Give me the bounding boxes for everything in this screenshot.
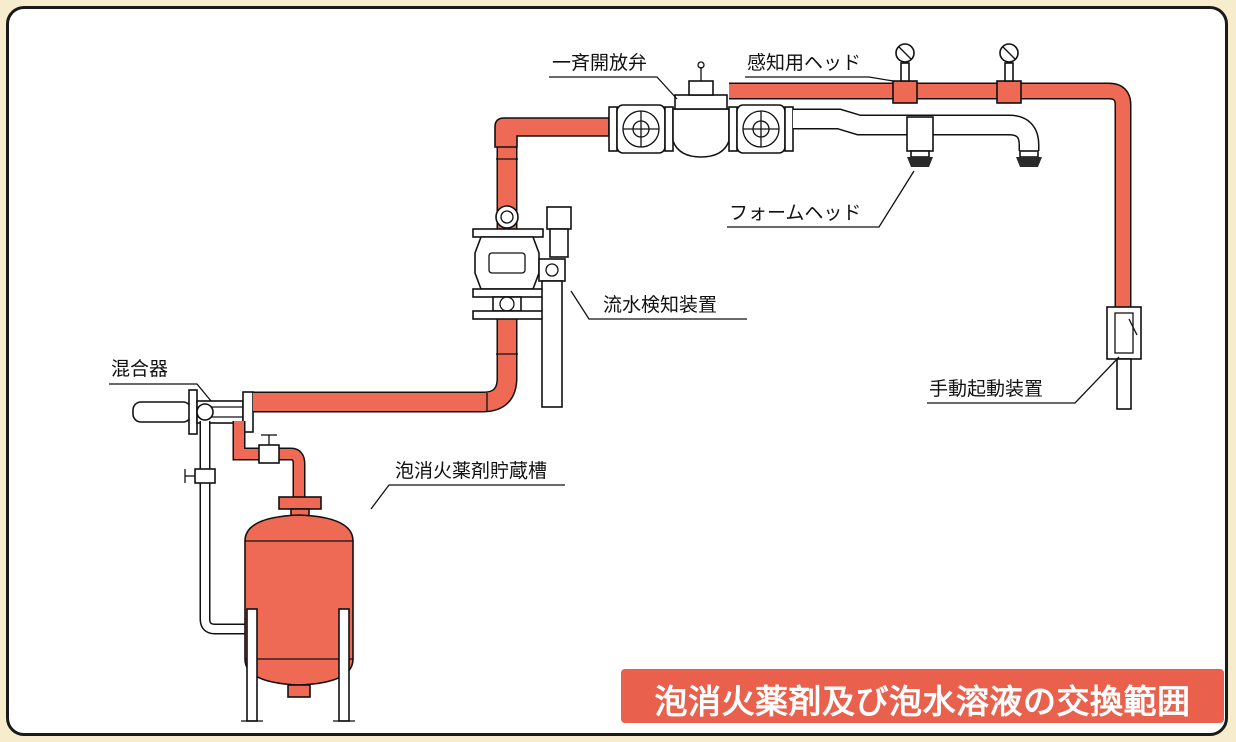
manual-starter-device <box>1106 306 1142 410</box>
tank-return-pipe <box>184 421 245 635</box>
label-sensing-head: 感知用ヘッド <box>747 52 861 74</box>
deluge-valve-assembly <box>608 61 794 158</box>
label-deluge-valve: 一斉開放弁 <box>552 52 647 74</box>
diagram-panel: 混合器 一斉開放弁 感知用ヘッド フォームヘッド 流水検知装置 手動起動装置 泡… <box>6 6 1228 736</box>
leader-lines <box>109 76 1120 510</box>
mixer <box>196 391 254 433</box>
main-red-pipe <box>253 117 610 413</box>
label-foam-head: フォームヘッド <box>729 202 861 224</box>
sensing-red-pipe <box>729 43 1132 321</box>
foam-system-diagram: 混合器 一斉開放弁 感知用ヘッド フォームヘッド 流水検知装置 手動起動装置 泡… <box>109 43 1142 722</box>
label-manual-starter: 手動起動装置 <box>929 378 1043 400</box>
foam-storage-tank <box>241 496 355 722</box>
label-mixer: 混合器 <box>111 358 168 380</box>
banner-text: 泡消火薬剤及び泡水溶液の交換範囲 <box>654 682 1191 721</box>
flow-detector-device <box>472 205 572 408</box>
supply-pipe <box>132 389 198 435</box>
replacement-scope-banner: 泡消火薬剤及び泡水溶液の交換範囲 <box>621 669 1224 723</box>
foam-pipe <box>793 108 1042 167</box>
label-storage-tank: 泡消火薬剤貯蔵槽 <box>395 460 547 482</box>
label-flow-detector: 流水検知装置 <box>603 294 717 316</box>
tank-feed-pipe <box>232 421 306 497</box>
